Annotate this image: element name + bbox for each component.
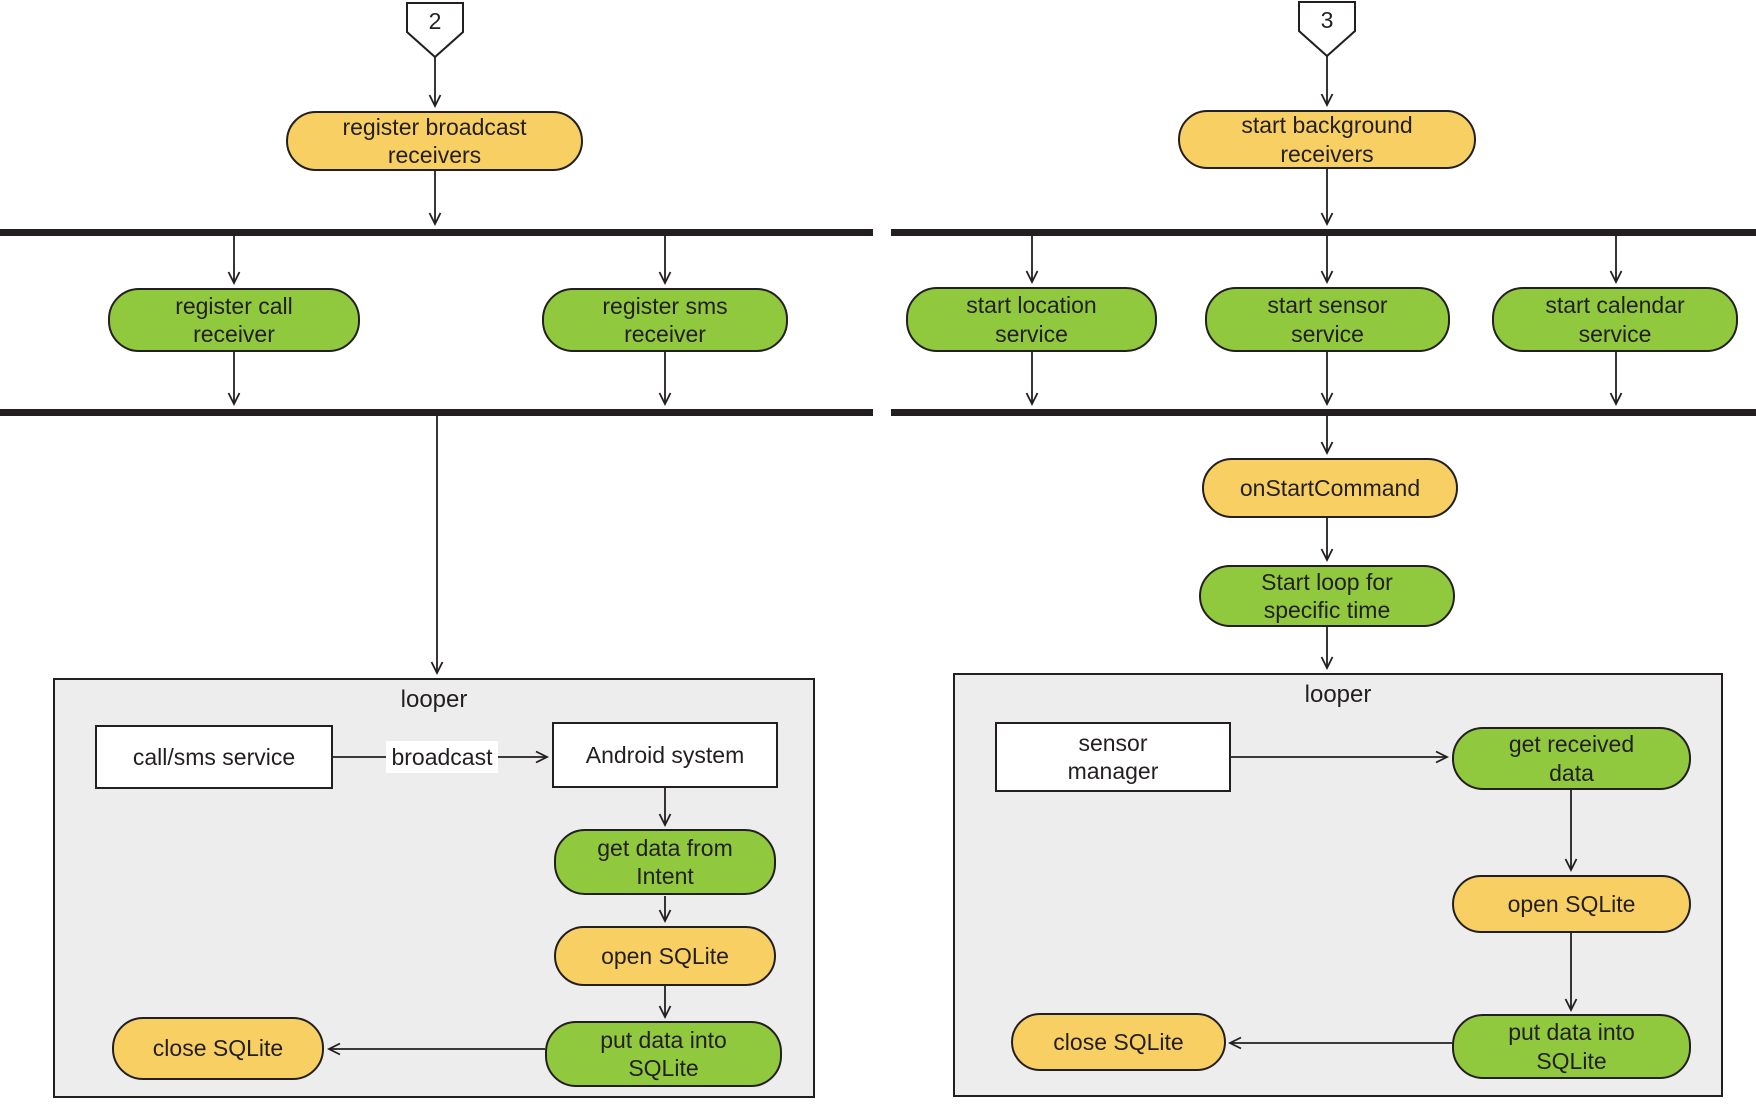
join-bar-right <box>891 409 1756 416</box>
fork-bar-left <box>0 229 873 236</box>
offpage-connector-3-label: 3 <box>1320 6 1334 33</box>
action-start-loop-for-specific-time: Start loop for specific time <box>1199 565 1455 627</box>
action-put-data-into-sqlite-left: put data into SQLite <box>545 1021 782 1087</box>
object-android-system: Android system <box>552 722 778 788</box>
action-register-sms-receiver: register sms receiver <box>542 288 788 352</box>
action-start-sensor-service: start sensor service <box>1205 287 1450 352</box>
looper-title-left: looper <box>400 686 468 713</box>
action-start-background-receivers: start background receivers <box>1178 110 1476 169</box>
action-start-location-service: start location service <box>906 287 1157 352</box>
action-onstartcommand: onStartCommand <box>1202 458 1458 518</box>
action-open-sqlite-left: open SQLite <box>554 926 776 986</box>
object-call-sms-service: call/sms service <box>95 725 333 789</box>
offpage-connector-2-label: 2 <box>428 7 442 34</box>
action-close-sqlite-right: close SQLite <box>1011 1013 1226 1071</box>
fork-bar-right <box>891 229 1756 236</box>
object-sensor-manager: sensor manager <box>995 722 1231 792</box>
action-get-data-from-intent: get data from Intent <box>554 829 776 895</box>
action-open-sqlite-right: open SQLite <box>1452 875 1691 933</box>
action-close-sqlite-left: close SQLite <box>112 1017 324 1080</box>
action-register-broadcast-receivers: register broadcast receivers <box>286 111 583 171</box>
action-put-data-into-sqlite-right: put data into SQLite <box>1452 1014 1691 1079</box>
action-get-received-data: get received data <box>1452 727 1691 790</box>
join-bar-left <box>0 409 873 416</box>
looper-title-right: looper <box>1304 681 1372 708</box>
action-register-call-receiver: register call receiver <box>108 288 360 352</box>
action-start-calendar-service: start calendar service <box>1492 287 1738 352</box>
edge-label-broadcast: broadcast <box>386 741 498 773</box>
